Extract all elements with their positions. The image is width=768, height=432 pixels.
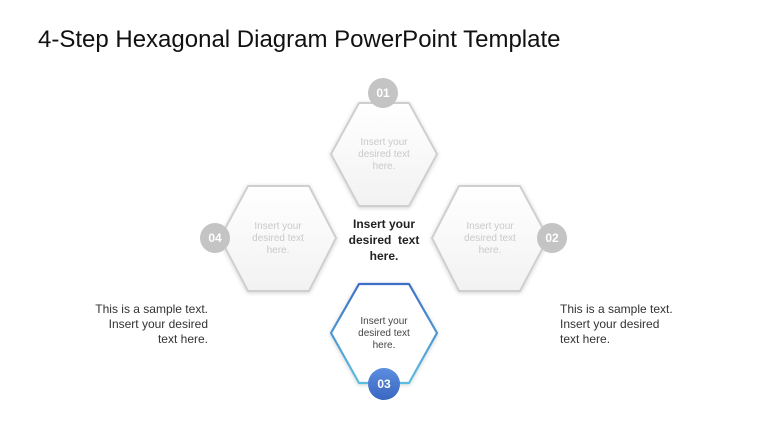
step-04-text-line: Insert your — [254, 221, 302, 232]
right-note: This is a sample text. Insert your desir… — [560, 302, 710, 347]
right-note-line: Insert your desired — [560, 317, 660, 331]
step-02-text-line: desired text — [464, 233, 516, 244]
step-04-text-line: desired text — [252, 233, 304, 244]
hexagon-step-03 — [329, 282, 439, 385]
step-03-text-line: here. — [372, 340, 396, 351]
step-03-text: Insert your desired text here. — [344, 316, 424, 352]
slide-title: 4-Step Hexagonal Diagram PowerPoint Temp… — [38, 26, 561, 53]
step-04-text: Insert your desired text here. — [238, 221, 318, 257]
center-text-line: desired text — [348, 233, 420, 247]
right-note-line: text here. — [560, 332, 611, 346]
step-number-03: 03 — [377, 377, 391, 391]
step-number-04: 04 — [208, 231, 222, 245]
step-number-01: 01 — [376, 86, 390, 100]
left-note-line: text here. — [157, 332, 208, 346]
step-02-text: Insert your desired text here. — [450, 221, 530, 257]
left-note-line: Insert your desired — [108, 317, 208, 331]
left-note-line: This is a sample text. — [95, 302, 208, 316]
center-text-line: here. — [369, 249, 399, 263]
badge-step-04 — [200, 223, 230, 253]
step-01-text: Insert your desired text here. — [344, 137, 424, 173]
hexagon-step-01 — [330, 102, 438, 207]
right-note-line: This is a sample text. — [560, 302, 673, 316]
step-02-text-line: here. — [478, 245, 502, 256]
badge-step-02 — [537, 223, 567, 253]
badge-step-03 — [368, 368, 400, 400]
left-note: This is a sample text. Insert your desir… — [58, 302, 208, 347]
step-02-text-line: Insert your — [466, 221, 514, 232]
step-04-text-line: here. — [266, 245, 290, 256]
center-text-line: Insert your — [352, 217, 415, 231]
step-01-text-line: here. — [372, 161, 396, 172]
hexagon-step-02 — [431, 185, 549, 292]
step-03-text-line: Insert your — [360, 316, 408, 327]
step-03-text-line: desired text — [358, 328, 410, 339]
step-number-02: 02 — [545, 231, 559, 245]
badge-step-01 — [368, 78, 398, 108]
step-01-text-line: Insert your — [360, 137, 408, 148]
center-text: Insert your desired text here. — [339, 216, 429, 264]
step-01-text-line: desired text — [358, 149, 410, 160]
